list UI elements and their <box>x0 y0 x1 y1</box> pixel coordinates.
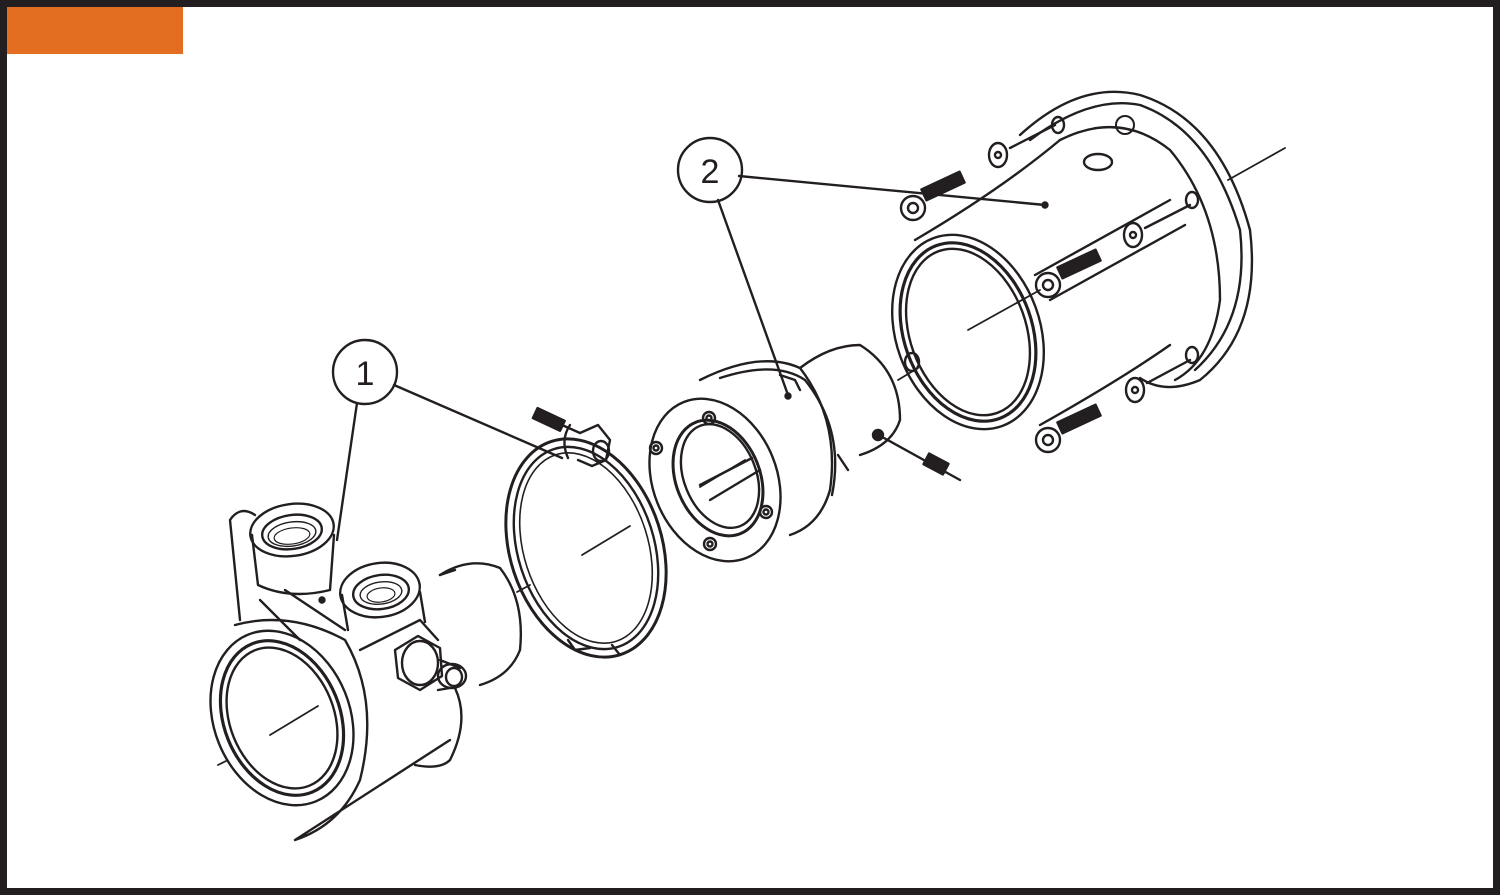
callout-1: 1 <box>331 338 564 542</box>
callout-2-label: 2 <box>701 153 720 191</box>
cap-screw-bottom <box>1034 358 1192 454</box>
v-band-clamp <box>504 406 668 659</box>
cap-screw-top <box>899 123 1057 222</box>
coupling-hub <box>648 343 962 563</box>
header-tab <box>7 7 183 54</box>
adapter-housing <box>890 90 1254 454</box>
callout-1-label: 1 <box>356 355 375 393</box>
cap-screw-middle <box>1034 203 1192 299</box>
callout-2: 2 <box>676 136 1049 400</box>
pump-body <box>209 502 522 842</box>
